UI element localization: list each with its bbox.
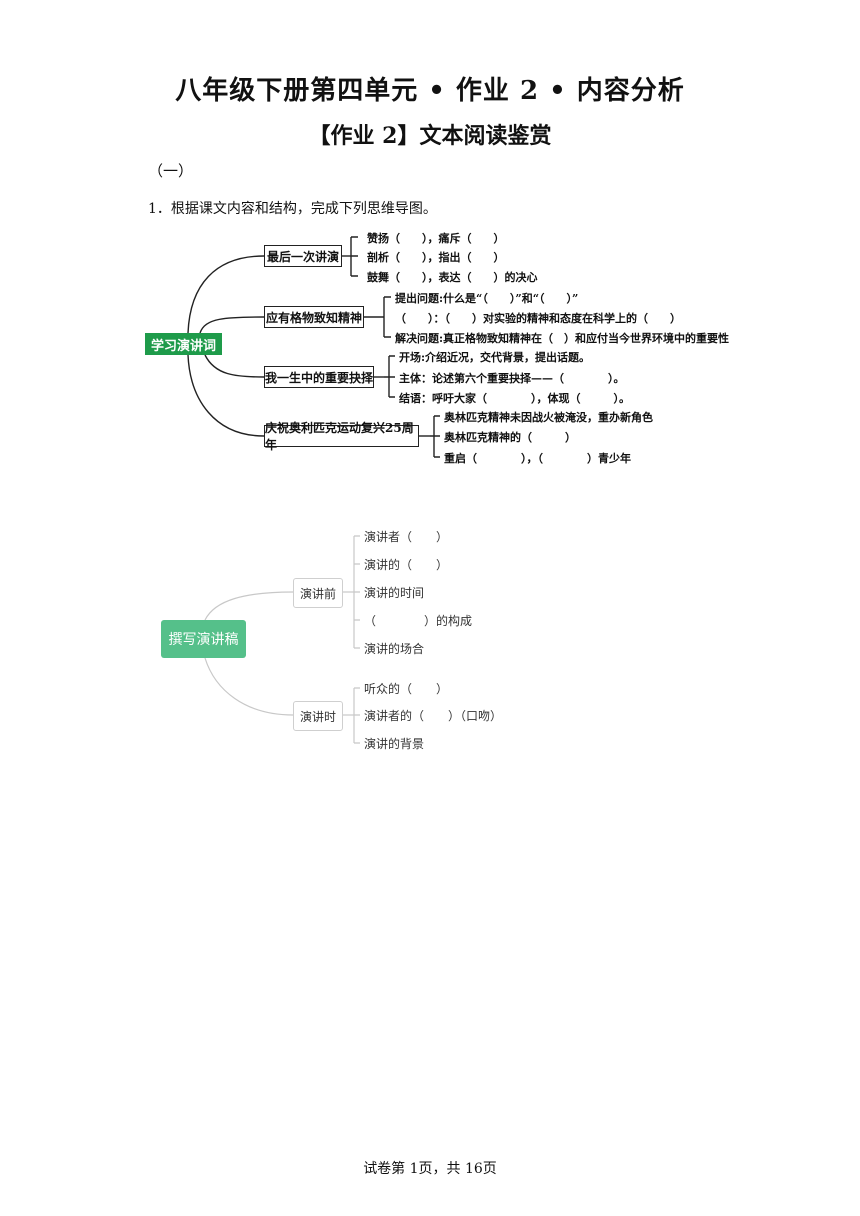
mindmap2-branch-1-item-1: 演讲者（ ） <box>364 530 449 544</box>
mindmap2-branch-1: 演讲前 <box>293 578 343 608</box>
mindmap1-branch-1: 最后一次讲演 <box>264 245 342 267</box>
mindmap1-branch-1-item-2: 剖析（ ），指出（ ） <box>367 251 505 264</box>
question-text: 1．根据课文内容和结构，完成下列思维导图。 <box>148 201 437 217</box>
mindmap2-branch-2: 演讲时 <box>293 701 343 731</box>
mindmap2-branch-1-item-4: （ ）的构成 <box>364 614 473 628</box>
mindmap2-branch-1-item-2: 演讲的（ ） <box>364 558 449 572</box>
mindmap2-branch-2-item-1: 听众的（ ） <box>364 682 449 696</box>
mindmap1-branch-3-item-2: 主体：论述第六个重要抉择——（ ）。 <box>399 372 625 385</box>
mindmap2-branch-1-item-3: 演讲的时间 <box>364 586 425 600</box>
section-number: （一） <box>148 162 194 180</box>
mindmap2-root: 撰写演讲稿 <box>161 620 246 658</box>
mindmap1-branch-1-item-1: 赞扬（ ），痛斥（ ） <box>367 232 505 245</box>
mindmap1-branch-4-item-3: 重启（ ），（ ）青少年 <box>444 452 631 465</box>
mindmap1-root: 学习演讲词 <box>145 333 222 355</box>
mindmap1-branch-2-item-3: 解决问题:真正格物致知精神在（ ）和应付当今世界环境中的重要性 <box>395 332 730 345</box>
mindmap1-branch-3-item-1: 开场:介绍近况，交代背景，提出话题。 <box>399 351 591 364</box>
page-title: 八年级下册第四单元 • 作业 2 • 内容分析 <box>175 76 685 106</box>
mindmap2-branch-2-item-3: 演讲的背景 <box>364 737 425 751</box>
mindmap1-branch-3: 我一生中的重要抉择 <box>264 366 374 388</box>
mindmap1-branch-2-item-2: （ ）：（ ）对实验的精神和态度在科学上的（ ） <box>395 312 681 325</box>
mindmap1-branch-4: 庆祝奥利匹克运动复兴25周年 <box>264 421 419 452</box>
mindmap1-branch-4-item-1: 奥林匹克精神未因战火被淹没，重办新角色 <box>444 411 653 424</box>
mindmap1-branch-3-item-3: 结语：呼吁大家（ ），体现（ ）。 <box>399 392 630 405</box>
mindmap1-branch-2-item-1: 提出问题:什么是“（ ）”和“（ ）” <box>395 292 579 305</box>
mindmap2-branch-2-item-2: 演讲者的（ ）（口吻） <box>364 709 503 723</box>
mindmap1-branch-1-item-3: 鼓舞（ ），表达（ ）的决心 <box>367 271 538 284</box>
mindmap2-branch-1-item-5: 演讲的场合 <box>364 642 425 656</box>
mindmap1-branch-2: 应有格物致知精神 <box>264 306 364 328</box>
mindmap1-branch-4-item-2: 奥林匹克精神的（ ） <box>444 431 576 444</box>
page-subtitle: 【作业 2】文本阅读鉴赏 <box>308 123 552 149</box>
page-footer: 试卷第 1页，共 16页 <box>363 1161 497 1177</box>
